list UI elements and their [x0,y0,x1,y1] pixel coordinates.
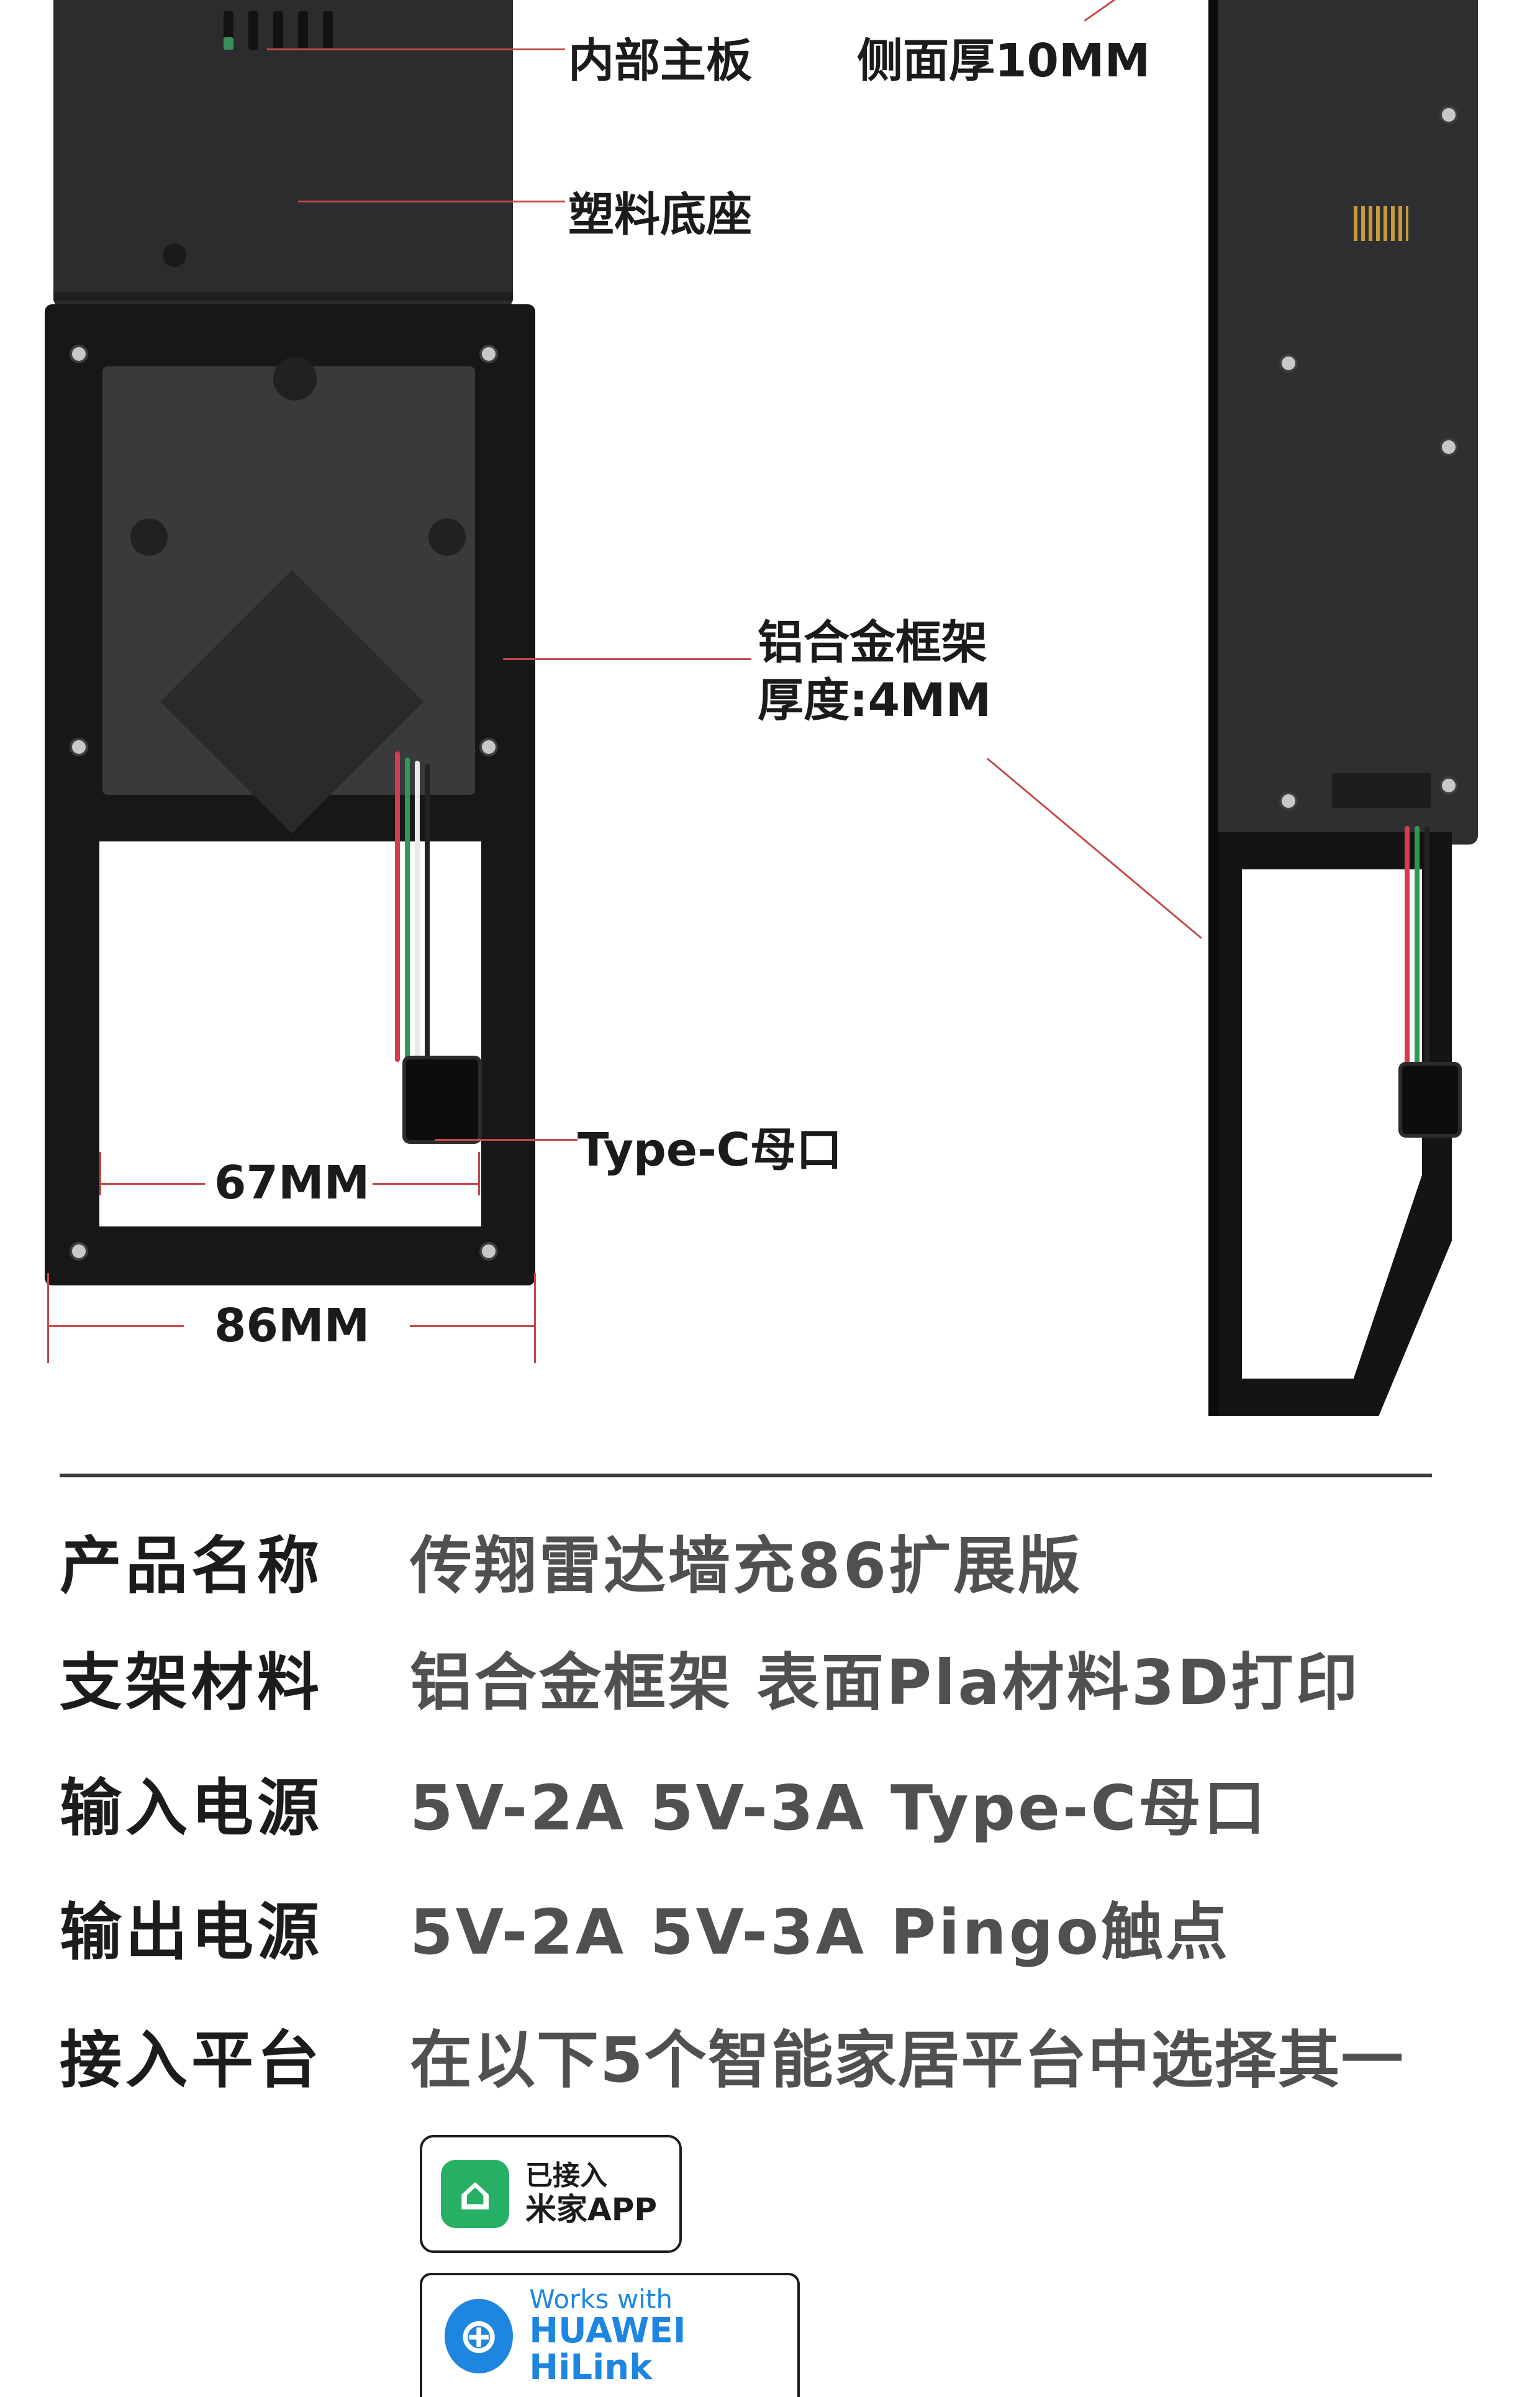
type-c-port-jack [1398,1062,1462,1138]
dimension-line [410,1325,534,1327]
screw [479,345,498,363]
callout-type-c-port: Type-C母口 [578,1123,843,1177]
callout-main-board: 内部主板 [568,34,752,88]
wire-green [1415,826,1420,1074]
vent-slot [298,11,308,50]
spec-value-product-name: 传翔雷达墙充86扩展版 [410,1529,1083,1602]
wire-red [1405,826,1410,1074]
spec-value-bracket-material: 铝合金框架 表面Pla材料3D打印 [410,1646,1361,1719]
hilink-badge: ⊕ Works with HUAWEI HiLink [420,2273,800,2397]
dimension-tick [478,1152,480,1195]
pogo-contact-pins [1354,206,1408,241]
spec-key-bracket-material: 支架材料 [60,1646,323,1719]
plastic-base-body [53,0,513,307]
spec-value-input-power: 5V-2A 5V-3A Type-C母口 [410,1772,1268,1844]
spec-key-output-power: 输出电源 [60,1896,323,1969]
mijia-badge: ⌂ 已接入 米家APP [420,2135,682,2253]
spec-value-output-power: 5V-2A 5V-3A Pingo触点 [410,1896,1231,1969]
wire-red [395,751,400,1062]
screw [70,738,88,756]
dimension-outer-width: 86MM [214,1299,370,1353]
spec-key-platform: 接入平台 [60,2024,323,2096]
dimension-tick [47,1273,49,1363]
hilink-badge-text: Works with HUAWEI HiLink [529,2286,797,2386]
base-seam [53,292,513,301]
side-edge [1208,0,1218,1416]
section-divider [60,1474,1432,1477]
dimension-tick [99,1152,101,1195]
hilink-logo-icon: ⊕ [445,2299,514,2373]
indicator-led [224,37,233,50]
screw [70,1242,88,1261]
callout-line [267,48,565,50]
mount-hole [273,357,317,401]
hilink-badge-line1: Works with [529,2284,673,2315]
spec-key-product-name: 产品名称 [60,1529,323,1602]
callout-plastic-base: 塑料底座 [568,188,752,242]
mijia-badge-line2: 米家APP [525,2191,657,2227]
mijia-badge-line1: 已接入 [525,2159,607,2191]
screw [1279,792,1298,810]
screw [479,1242,498,1261]
callout-line [298,201,565,202]
dimension-line [373,1183,478,1185]
dimension-inner-width: 67MM [214,1156,370,1210]
type-c-port-jack [402,1056,482,1144]
vent-slot [273,11,283,50]
callout-alloy-frame: 铝合金框架 [758,616,987,669]
wire-green [405,758,410,1062]
side-panel-body [1217,0,1478,845]
screw [479,738,498,756]
hilink-badge-line2: HUAWEI HiLink [529,2311,686,2388]
dimension-line [47,1325,184,1327]
callout-line [435,1139,578,1141]
callout-side-thickness: 侧面厚10MM [857,34,1151,88]
side-slot [1332,773,1431,808]
screw [1439,106,1458,124]
mount-hole [130,519,168,556]
callout-line [987,758,1202,939]
mijia-badge-text: 已接入 米家APP [525,2160,657,2227]
screw [1279,354,1298,373]
callout-line [503,658,751,660]
wire-black [1424,826,1429,1074]
screw [1439,776,1458,795]
dimension-tick [534,1273,536,1363]
wire-white [415,761,420,1062]
wire-black [425,764,430,1062]
spec-key-input-power: 输入电源 [60,1772,323,1844]
vent-slot [248,11,258,50]
callout-line [1084,0,1121,22]
dimension-line [99,1183,205,1185]
screw [70,345,88,363]
callout-frame-thickness: 厚度:4MM [758,674,992,727]
screw [1439,438,1458,456]
mount-hole [428,519,466,556]
vent-slot [323,11,333,50]
mijia-logo-icon: ⌂ [441,2160,509,2228]
spec-value-platform: 在以下5个智能家居平台中选择其一 [410,2024,1405,2096]
base-hole [163,243,186,267]
